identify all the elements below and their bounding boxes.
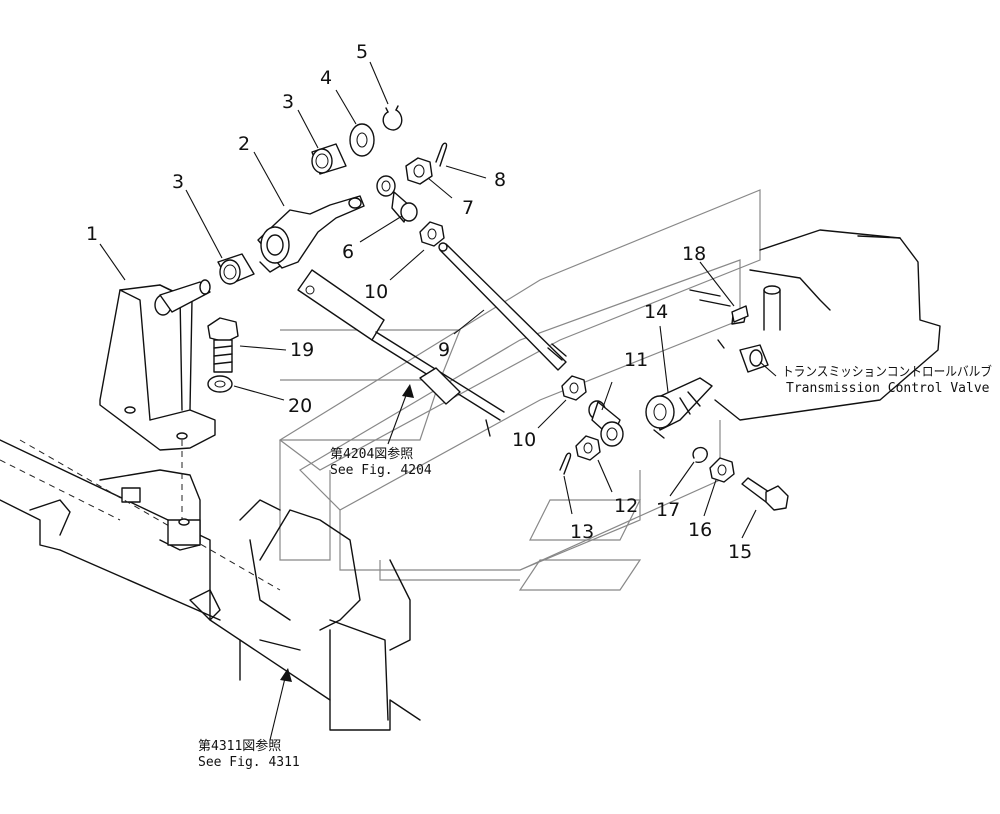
valve-note-jp: トランスミッションコントロールバルブ [782, 364, 992, 380]
callout-6: 6 [342, 241, 354, 263]
callout-2: 2 [238, 133, 250, 155]
part-7-nut [405, 157, 433, 185]
frame-chassis [0, 439, 421, 731]
part-13-cotter-pin [559, 452, 572, 475]
callout-5: 5 [356, 41, 368, 63]
callout-8: 8 [494, 169, 506, 191]
part-6-joint [376, 175, 418, 223]
part-2-lever [257, 195, 365, 273]
cable-assembly [297, 269, 505, 437]
reference-notes: 第4204図参照 See Fig. 4204 第4311図参照 See Fig.… [198, 364, 992, 770]
callout-3-left: 3 [172, 171, 184, 193]
part-3-bushing-left [217, 253, 255, 285]
part-12-nut [575, 435, 601, 461]
callout-10-lower: 10 [512, 429, 536, 451]
leader-lines [99, 61, 777, 539]
part-11-joint [588, 400, 624, 447]
part-10-nut-lower [561, 375, 587, 401]
reference-arrows [269, 384, 414, 741]
part-18-key [731, 305, 749, 323]
callout-3-right: 3 [282, 91, 294, 113]
part-17-lock-washer [692, 446, 708, 464]
part-5-snap-ring [382, 105, 403, 131]
part-16-nut [709, 457, 735, 483]
callout-numbers: 1 2 3 3 4 5 6 7 8 9 10 10 11 12 13 14 15… [86, 41, 752, 563]
callout-7: 7 [462, 197, 474, 219]
part-15-bolt [741, 477, 789, 511]
callout-10-upper: 10 [364, 281, 388, 303]
callout-4: 4 [320, 67, 332, 89]
callout-15: 15 [728, 541, 752, 563]
callout-18: 18 [682, 243, 706, 265]
callout-14: 14 [644, 301, 668, 323]
fig-4204-note-jp: 第4204図参照 [330, 446, 413, 462]
part-19-bolt [207, 317, 239, 373]
callout-1: 1 [86, 223, 98, 245]
part-14-lever [645, 377, 713, 439]
part-4-washer [349, 123, 375, 157]
callout-9: 9 [438, 339, 450, 361]
callout-17: 17 [656, 499, 680, 521]
part-9-rod [438, 242, 567, 371]
fig-4311-note-jp: 第4311図参照 [198, 738, 281, 754]
part-1-bracket [99, 279, 216, 546]
callout-11: 11 [624, 349, 648, 371]
fig-4311-note-en: See Fig. 4311 [198, 755, 300, 770]
background-frame-shapes [278, 189, 761, 591]
callout-16: 16 [688, 519, 712, 541]
callout-13: 13 [570, 521, 594, 543]
fig-4204-note-en: See Fig. 4204 [330, 463, 432, 478]
part-8-cotter-pin [435, 142, 448, 167]
callout-19: 19 [290, 339, 314, 361]
part-10-nut-upper [419, 221, 445, 247]
part-20-washer [207, 375, 233, 393]
part-3-bushing-right [311, 143, 347, 175]
callout-20: 20 [288, 395, 312, 417]
valve-note-en: Transmission Control Valve [786, 381, 990, 396]
callout-12: 12 [614, 495, 638, 517]
